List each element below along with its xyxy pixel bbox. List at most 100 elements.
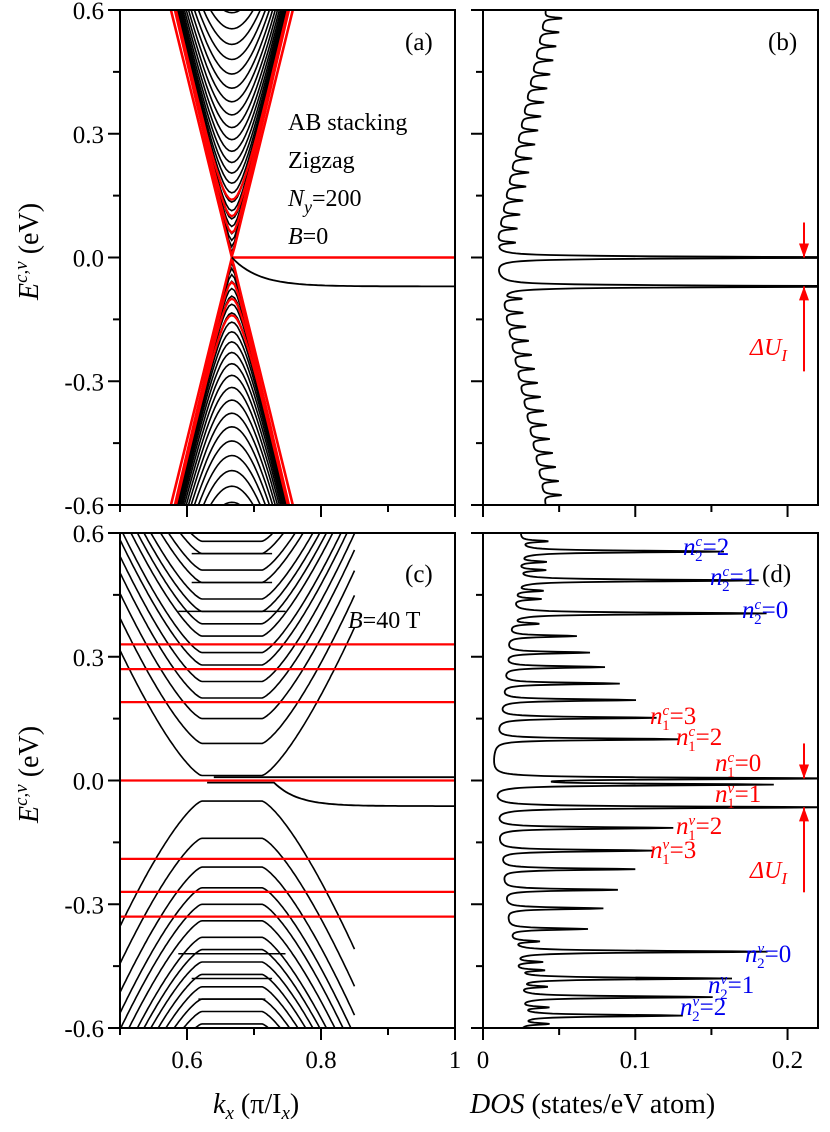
landau-subband: [120, 549, 356, 699]
edge-state-curve: [207, 781, 455, 807]
landau-subband: [120, 887, 352, 1028]
landau-subband: [120, 533, 348, 666]
subband-curve: [177, 321, 287, 505]
y-tick-label: -0.3: [64, 892, 104, 919]
b-value: =40 T: [363, 608, 421, 634]
panel-a-band-structure: 0.60.30.0-0.3-0.6 (a) AB stacking Zigzag…: [64, 0, 456, 1128]
subband-curve: [120, 629, 455, 1127]
subband-curve: [175, 266, 289, 505]
subband-curve: [120, 757, 455, 1128]
x-tick-label: 0.1: [620, 1047, 651, 1074]
panel-b-ticks: [471, 9, 789, 517]
subband-curve: [120, 712, 455, 1127]
landau-subband: [120, 866, 356, 1016]
xlabel-k-unit: (π/I: [234, 1089, 282, 1120]
subband-curve: [169, 253, 295, 505]
landau-subband: [149, 961, 314, 1028]
landau-subband: [143, 533, 321, 613]
landau-subband: [120, 800, 356, 950]
x-tick-label: 0.6: [171, 1047, 202, 1074]
x-tick-label: 0.2: [772, 1047, 803, 1074]
landau-subband: [143, 948, 321, 1028]
x-tick-label: 0.8: [305, 1047, 336, 1074]
edge-state-black: [231, 256, 455, 288]
landau-subband: [164, 986, 299, 1028]
y-tick-label: 0.6: [73, 521, 104, 548]
y-axis-title-bottom: Ec,v (eV): [11, 726, 45, 824]
landau-subband: [182, 1010, 282, 1028]
subband-curve: [169, 10, 295, 262]
xlabel-dos-symbol: DOS: [469, 1089, 524, 1120]
delta-u-subscript: I: [780, 346, 788, 365]
subband-curve: [120, 649, 455, 1127]
panel-b-label: (b): [768, 29, 797, 56]
landau-subband: [130, 533, 334, 637]
xlabel-dos-unit: (states/eV atom): [524, 1089, 715, 1120]
landau-subband: [120, 837, 356, 987]
xlabel-k-unit-subscript: x: [280, 1103, 290, 1124]
panel-c-label: (c): [405, 561, 433, 588]
b-value: =0: [303, 224, 329, 250]
b-symbol: B: [288, 224, 303, 250]
subband-curve: [179, 10, 285, 164]
subband-curve: [222, 501, 242, 505]
panel-b-curves: [497, 10, 818, 505]
ny-subscript: y: [302, 197, 312, 217]
y-tick-label: -0.3: [64, 369, 104, 396]
xlabel-k-unit-close: ): [290, 1089, 299, 1120]
y-tick-label: -0.6: [64, 1016, 104, 1043]
annotation-b-40t: B=40 T: [348, 608, 421, 634]
y-tick-label: 0.0: [73, 246, 104, 273]
landau-subband: [193, 1023, 270, 1028]
landau-subband: [120, 570, 356, 720]
subband-curve: [120, 803, 455, 1127]
panel-a-label: (a): [405, 29, 433, 56]
subband-curve: [174, 297, 290, 505]
annotation-ab-stacking: AB stacking: [288, 110, 407, 136]
subband-curve: [120, 609, 455, 1127]
subband-curve: [176, 312, 288, 505]
dos-curve: [497, 10, 818, 505]
dos-curve: [493, 533, 818, 1028]
xlabel-k-symbol: k: [213, 1089, 226, 1120]
xlabel-k-subscript: x: [224, 1103, 234, 1124]
delta-u-subscript: I: [780, 869, 788, 888]
landau-subband: [189, 533, 275, 543]
subband-curve: [175, 295, 288, 505]
ylabel-superscript: c,v: [11, 261, 32, 283]
landau-subband: [120, 533, 356, 683]
landau-subband: [120, 627, 356, 777]
subband-curve: [174, 314, 289, 505]
subband-curve: [120, 669, 455, 1127]
arrow-down-head-icon: [799, 764, 809, 779]
landau-subband: [149, 533, 314, 600]
b-symbol: B: [348, 608, 363, 634]
y-axis-title-top: Ec,v (eV): [11, 203, 45, 301]
ylabel-symbol: E: [14, 283, 45, 301]
landau-subband: [136, 533, 328, 625]
delta-u-symbol: ΔU: [749, 858, 783, 884]
x-tick-label: 0: [477, 1047, 490, 1074]
y-tick-label: 0.3: [73, 645, 104, 672]
y-tick-label: 0.0: [73, 769, 104, 796]
subband-curve: [120, 690, 455, 1127]
x-axis-title-dos: DOS (states/eV atom): [469, 1089, 715, 1120]
panel-c-curves: [120, 533, 455, 1028]
landau-subband: [167, 533, 297, 571]
subband-curve: [185, 399, 279, 505]
annotation-ny: Ny=200: [287, 186, 362, 217]
x-axis-title-k: kx (π/Ix): [213, 1089, 299, 1124]
arrow-down-head-icon: [799, 243, 809, 258]
panel-b-dos: (b) ΔUI: [471, 9, 819, 517]
